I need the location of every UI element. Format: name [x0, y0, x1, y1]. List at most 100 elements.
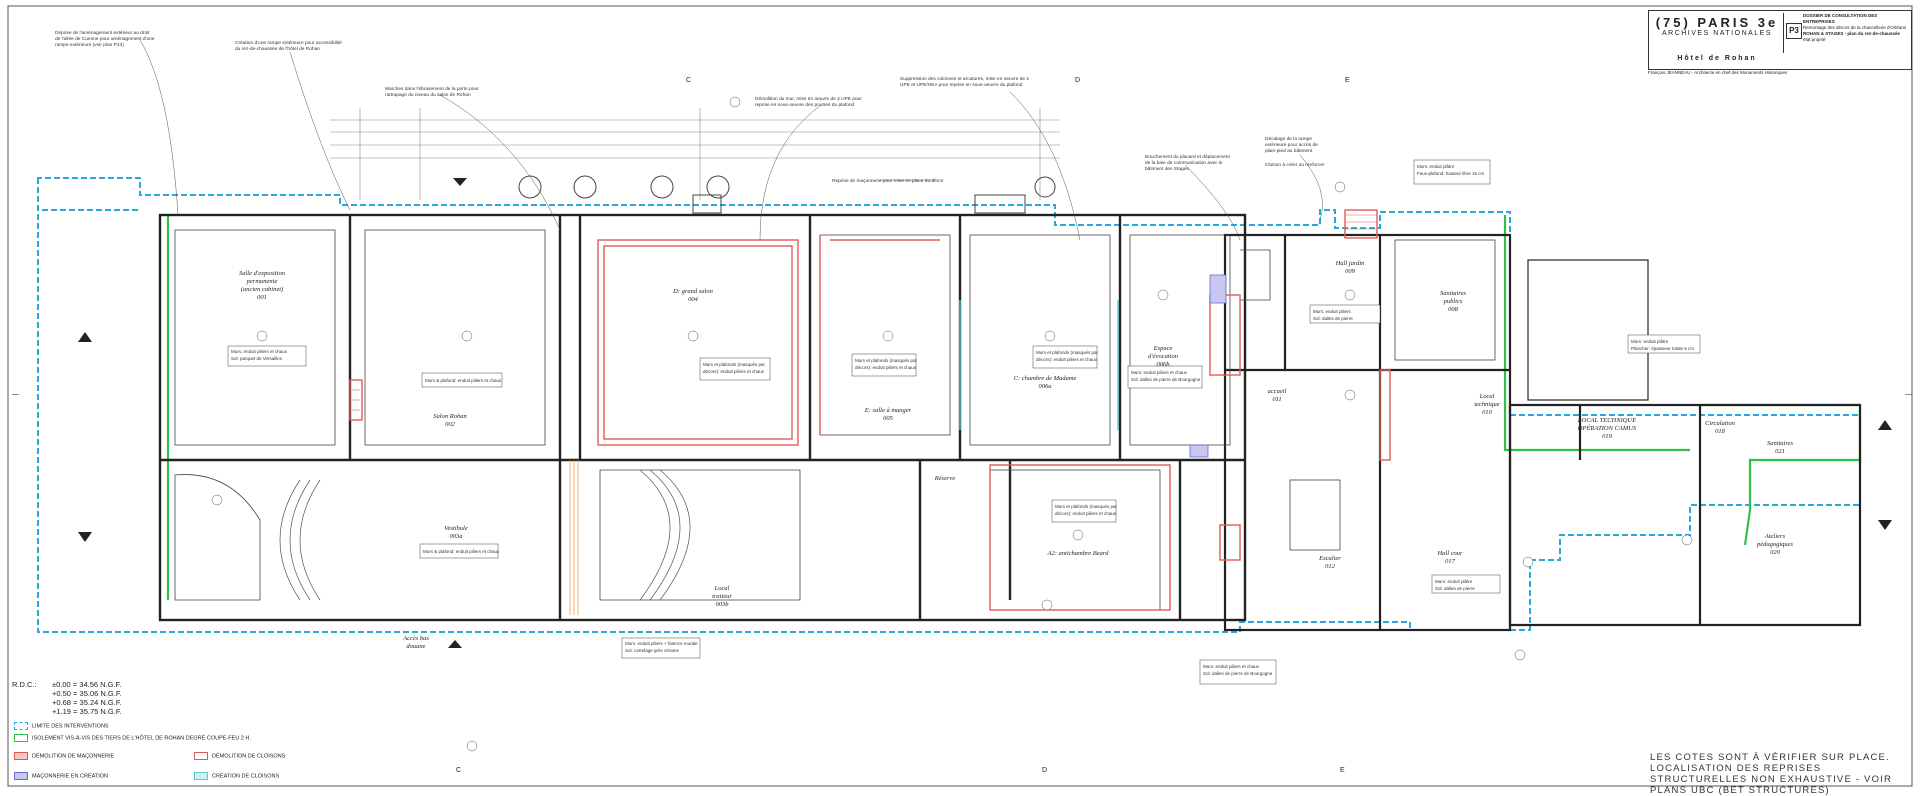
svg-text:reprise en sous-oeuvre des pou: reprise en sous-oeuvre des poutres du pl…: [755, 102, 855, 108]
svg-text:D: D: [1075, 77, 1080, 84]
svg-text:Sol: parquet de Versailles: Sol: parquet de Versailles: [231, 356, 283, 361]
legend-creation: MAÇONNERIE EN CRÉATION: [14, 772, 108, 780]
svg-text:UPE et UPE/HEA pour reprise en: UPE et UPE/HEA pour reprise en sous-oeuv…: [900, 82, 1023, 88]
room-019: LOCAL TECHNIQUE: [1577, 417, 1636, 424]
svg-text:Murs et plafonds (masqués par: Murs et plafonds (masqués par: [855, 358, 918, 363]
room-010: Local: [1479, 393, 1495, 400]
level-key: +1.19 =: [52, 707, 78, 716]
room-002: Salon Rohan: [433, 413, 466, 420]
exterior-columns: [518, 175, 1056, 214]
dossier-line3: ROHAN & STAGES - plan du rez-de-chaussée: [1803, 31, 1900, 36]
level-value: 34.56 N.G.F.: [79, 680, 122, 689]
boxed-notes: Murs: enduit piliers et chaux Sol: parqu…: [227, 159, 1701, 685]
svg-text:Sol: dalles de pierre de Bourg: Sol: dalles de pierre de Bourgogne: [1131, 377, 1201, 382]
svg-text:009: 009: [1345, 268, 1356, 275]
room-021: Sanitaires: [1767, 440, 1794, 447]
room-reserve: Réserve: [934, 475, 956, 482]
svg-text:décors): enduit piliers et cha: décors): enduit piliers et chaux: [1036, 357, 1098, 362]
note-partition: Cloison à créer ou renforcer: [1265, 162, 1325, 168]
svg-text:décors): enduit piliers et cha: décors): enduit piliers et chaux: [1055, 511, 1117, 516]
right-wing-walls: [1223, 233, 1862, 632]
legend-fire: ISOLEMENT VIS-À-VIS DES TIERS DE L'HÔTEL…: [14, 734, 251, 742]
hatched-stair: [569, 460, 579, 615]
svg-text:008: 008: [1448, 306, 1459, 313]
svg-text:Murs: enduit plâtre: Murs: enduit plâtre: [1631, 339, 1669, 344]
svg-text:006b: 006b: [1157, 361, 1171, 368]
svg-text:pédagogiques: pédagogiques: [1756, 541, 1794, 548]
note-ramp-removal: Dépose de l'aménagement extérieur au dro…: [55, 30, 150, 36]
svg-text:021: 021: [1775, 448, 1785, 455]
creation-masonry: [1189, 274, 1227, 458]
level-key: +0.68 =: [52, 698, 78, 707]
title-block-main: (75) PARIS 3e ARCHIVES NATIONALES: [1651, 13, 1784, 53]
dossier-label: DOSSIER DE CONSULTATION DES ENTREPRISES: [1803, 13, 1878, 24]
svg-text:Murs: enduit piliers et chaux: Murs: enduit piliers et chaux: [1203, 664, 1260, 669]
svg-text:Sol: dalles de pierre: Sol: dalles de pierre: [1313, 316, 1353, 321]
svg-text:décors): enduit piliers et cha: décors): enduit piliers et chaux: [703, 369, 765, 374]
project-name: ARCHIVES NATIONALES: [1661, 30, 1773, 37]
interior-partitions: [174, 229, 1496, 611]
note-placard: Bouchement du placard et déplacement: [1145, 154, 1230, 160]
svg-text:traiteur: traiteur: [712, 593, 732, 600]
project-city: (75) PARIS 3e: [1655, 15, 1779, 30]
note-masonry: Reprise de maçonnerie pour mise en place…: [832, 178, 944, 184]
demolition-hatch: [352, 214, 1377, 411]
svg-text:010: 010: [1482, 409, 1493, 416]
building-walls: [158, 213, 1247, 622]
svg-text:E: E: [1345, 77, 1350, 84]
room-018: Circulation: [1705, 420, 1735, 427]
exterior-terrace: [330, 108, 1060, 200]
room-006b: Espace: [1153, 345, 1173, 352]
svg-text:012: 012: [1325, 563, 1336, 570]
svg-text:Murs: enduit piliers et chaux: Murs: enduit piliers et chaux: [231, 349, 288, 354]
room-004: D: grand salon: [672, 288, 713, 295]
level-row: +0.68 = 35.24 N.G.F.: [52, 698, 122, 707]
svg-text:006a: 006a: [1039, 383, 1052, 390]
svg-text:C: C: [456, 767, 461, 774]
room-a2: A2: antichambre Beard: [1047, 550, 1110, 557]
svg-text:C: C: [686, 77, 691, 84]
svg-text:Murs: enduit piliers et chaux: Murs: enduit piliers et chaux: [1131, 370, 1188, 375]
author-line: François JEANNEAU - Architecte en chef d…: [1648, 70, 1788, 75]
svg-text:bâtiment des Stages: bâtiment des Stages: [1145, 166, 1189, 172]
room-012: Escalier: [1318, 555, 1341, 562]
svg-text:rattrapage du niveau du salon: rattrapage du niveau du salon de Rohan: [385, 92, 471, 98]
footer-warning: LES COTES SONT À VÉRIFIER SUR PLACE. LOC…: [1650, 752, 1893, 796]
partition-creation: [959, 300, 1119, 430]
svg-text:d'évocation: d'évocation: [1148, 353, 1178, 360]
note-steps: Marches dans l'ébrasement de la porte po…: [385, 86, 479, 92]
room-009: Hall jardin: [1335, 260, 1365, 267]
svg-text:001: 001: [257, 294, 267, 301]
levels-table: R.D.C.:±0.00 = 34.56 N.G.F. +0.50 = 35.0…: [12, 680, 122, 716]
note-columns: Suppression des colonnes et arcatures, m…: [900, 76, 1029, 82]
legend-partition-demolition: DÉMOLITION DE CLOISONS: [194, 752, 285, 760]
level-value: 35.06 N.G.F.: [79, 689, 122, 698]
svg-text:publics: publics: [1443, 298, 1463, 305]
svg-text:(ancien cabinet): (ancien cabinet): [241, 286, 283, 293]
room-003b: Local: [714, 585, 730, 592]
svg-text:—: —: [1905, 391, 1912, 398]
svg-text:rampe extérieure (voir plan P1: rampe extérieure (voir plan P13): [55, 42, 124, 48]
title-block-details: DOSSIER DE CONSULTATION DES ENTREPRISES …: [1803, 13, 1909, 43]
svg-text:Sol: dalles de pierre de Bourg: Sol: dalles de pierre de Bourgogne: [1203, 671, 1273, 676]
svg-text:douane: douane: [406, 643, 425, 650]
svg-text:D: D: [1042, 767, 1047, 774]
svg-text:extérieure pour accès de: extérieure pour accès de: [1265, 142, 1318, 148]
title-block: (75) PARIS 3e ARCHIVES NATIONALES Hôtel …: [1648, 10, 1912, 70]
svg-text:technique: technique: [1474, 401, 1499, 408]
room-acces: Accès bas: [402, 635, 429, 642]
svg-text:020: 020: [1770, 549, 1781, 556]
svg-text:Murs et plafonds (masqués par: Murs et plafonds (masqués par: [1055, 504, 1118, 509]
svg-text:011: 011: [1272, 396, 1281, 403]
building-name: Hôtel de Rohan: [1677, 55, 1757, 62]
svg-text:003a: 003a: [450, 533, 463, 540]
legend-partition-creation: CRÉATION DE CLOISONS: [194, 772, 279, 780]
svg-text:Murs: enduit piliers + faïence: Murs: enduit piliers + faïence murale: [625, 641, 698, 646]
level-value: 35.24 N.G.F.: [79, 698, 122, 707]
fire-isolation: [166, 215, 1862, 600]
svg-text:018: 018: [1715, 428, 1726, 435]
dossier-line2: Remontage des décors de la chancellerie …: [1803, 25, 1907, 30]
svg-text:permanente: permanente: [246, 278, 278, 285]
level-value: 35.75 N.G.F.: [79, 707, 122, 716]
room-011: accueil: [1268, 388, 1287, 395]
